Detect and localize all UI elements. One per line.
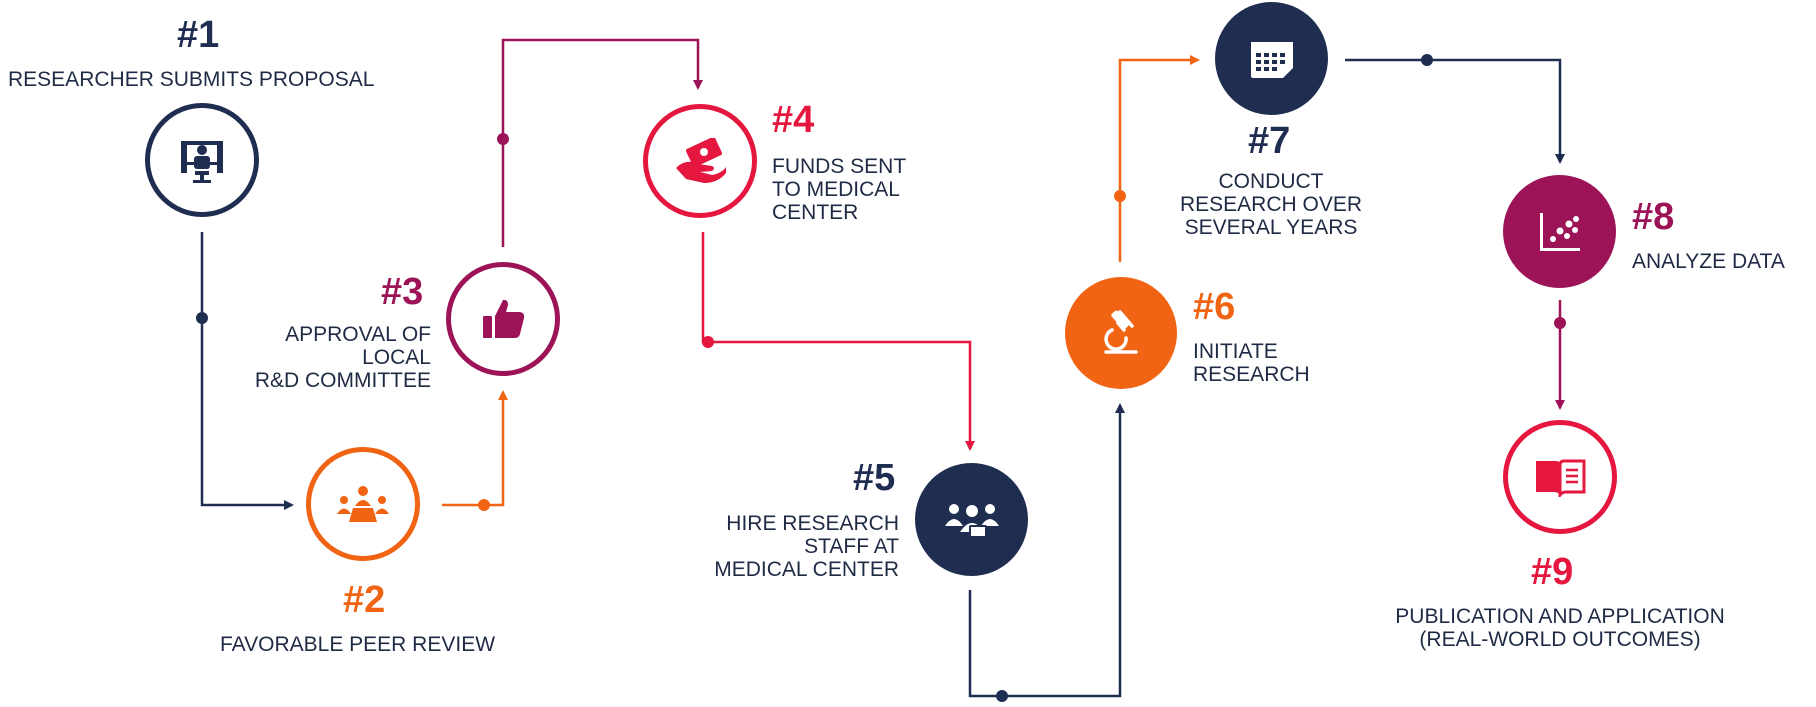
money-hand-icon <box>676 138 726 183</box>
connector-dot <box>478 499 490 511</box>
step-6-label: INITIATE RESEARCH <box>1193 340 1310 386</box>
step-3-node <box>446 262 560 376</box>
step-3-number: #3 <box>381 271 424 313</box>
connector-dot <box>497 133 509 145</box>
connector-dot <box>702 336 714 348</box>
scatter-plot-icon <box>1539 212 1580 251</box>
step-5-number: #5 <box>853 457 896 499</box>
microscope-icon <box>1104 310 1138 354</box>
desk-worker-icon <box>181 141 223 183</box>
step-8-label: ANALYZE DATA <box>1632 250 1785 273</box>
step-5-node <box>915 463 1028 576</box>
step-6-number: #6 <box>1193 286 1236 328</box>
connector-dot <box>1114 190 1126 202</box>
step-9-node <box>1503 420 1617 534</box>
step-8-node <box>1503 175 1616 288</box>
step-4-node <box>643 104 757 218</box>
step-2-number: #2 <box>343 579 386 621</box>
step-9-label: PUBLICATION AND APPLICATION (REAL-WORLD … <box>1395 605 1725 651</box>
step-7-label: CONDUCT RESEARCH OVER SEVERAL YEARS <box>1179 170 1363 239</box>
step-7-node <box>1215 2 1328 115</box>
step-1-node <box>145 103 259 217</box>
step-9-number: #9 <box>1531 551 1574 593</box>
connector-dot <box>996 690 1008 702</box>
staff-group-icon <box>944 503 999 538</box>
thumbs-up-icon <box>483 299 525 338</box>
connector-dot <box>1554 317 1566 329</box>
step-6-node <box>1065 277 1177 389</box>
connector-dot <box>1421 54 1433 66</box>
connector-dot <box>196 312 208 324</box>
connector-5-6 <box>968 403 1125 698</box>
step-4-label: FUNDS SENT TO MEDICAL CENTER <box>772 155 907 224</box>
step-7-number: #7 <box>1248 120 1291 162</box>
step-5-label: HIRE RESEARCH STAFF AT MEDICAL CENTER <box>714 512 899 581</box>
step-3-label: APPROVAL OF LOCAL R&D COMMITTEE <box>254 323 431 392</box>
step-2-label: FAVORABLE PEER REVIEW <box>220 633 496 656</box>
connector-7-8 <box>1345 58 1565 164</box>
connector-4-5 <box>701 232 975 451</box>
step-2-node <box>306 447 420 561</box>
open-book-icon <box>1536 459 1586 497</box>
step-4-number: #4 <box>772 99 815 141</box>
calendar-icon <box>1250 41 1293 78</box>
connector-2-3 <box>442 390 508 507</box>
step-1-number: #1 <box>177 14 220 56</box>
step-1-label: RESEARCHER SUBMITS PROPOSAL <box>8 68 375 91</box>
step-8-number: #8 <box>1632 196 1675 238</box>
meeting-group-icon <box>337 486 389 522</box>
